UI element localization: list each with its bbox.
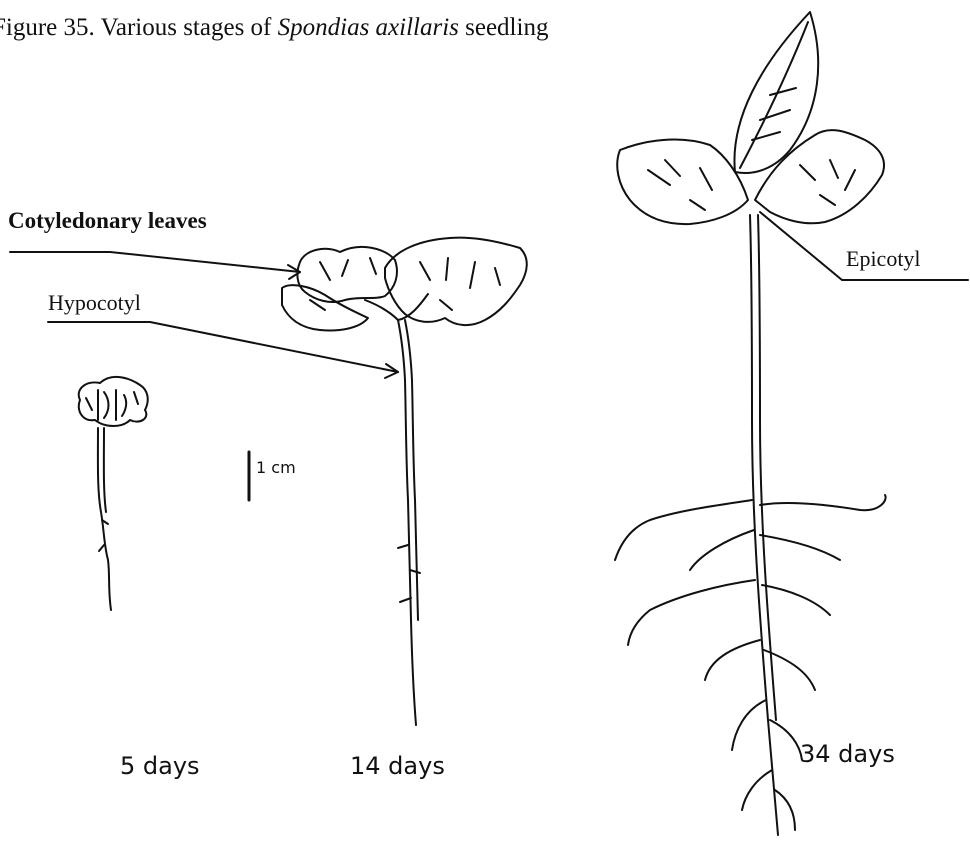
- cotyledonary-label: Cotyledonary leaves: [8, 208, 207, 234]
- seedling-5-days: [79, 377, 148, 610]
- stage-label-14-days: 14 days: [350, 752, 445, 780]
- scale-label: 1 cm: [256, 458, 296, 477]
- hypocotyl-label: Hypocotyl: [48, 290, 141, 316]
- seedling-34-days: [615, 12, 886, 835]
- cotyledonary-leader: [10, 252, 300, 272]
- stage-label-34-days: 34 days: [800, 740, 895, 768]
- seedling-14-days: [282, 238, 527, 725]
- stage-label-5-days: 5 days: [120, 752, 200, 780]
- epicotyl-label: Epicotyl: [846, 246, 921, 272]
